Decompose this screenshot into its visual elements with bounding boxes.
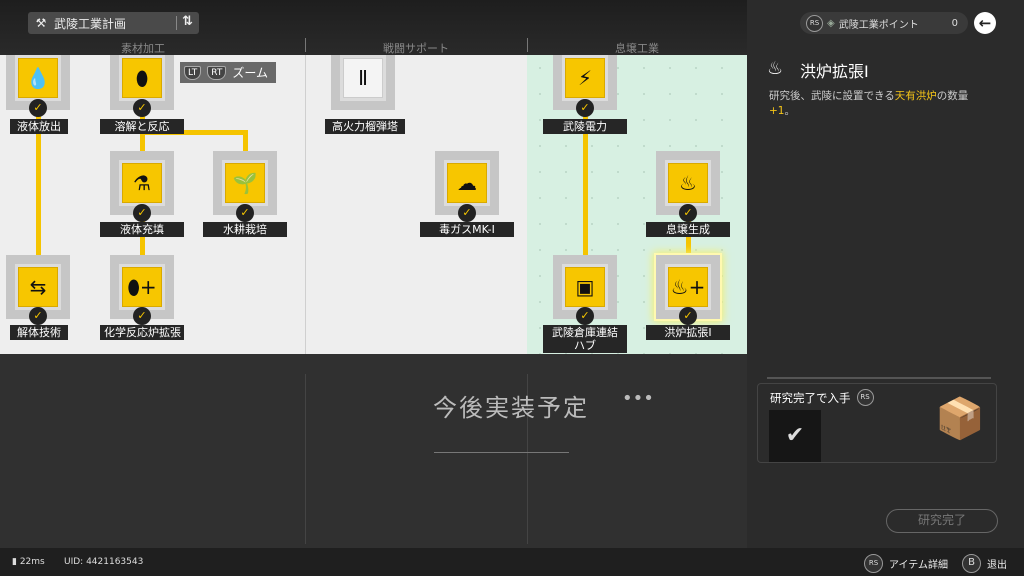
- factory-icon: ⚒: [35, 16, 47, 30]
- check-icon: ✓: [458, 204, 476, 222]
- connector: [140, 130, 248, 135]
- node-label: 高火力榴弾塔: [325, 119, 405, 134]
- desc-text: 研究後、武陵に設置できる: [769, 90, 895, 102]
- node-label: 溶解と反応: [100, 119, 184, 134]
- node-label: 武陵倉庫連結ハブ: [543, 325, 627, 353]
- tech-node-howitzer[interactable]: Ⅱ: [331, 55, 395, 110]
- reward-frame: [757, 383, 997, 463]
- reward-label: 研究完了で入手: [770, 390, 851, 405]
- bottle-icon: ⚗: [122, 163, 162, 203]
- page-title: 武陵工業計画: [54, 16, 127, 31]
- exit-label: 退出: [987, 560, 1007, 571]
- industry-points[interactable]: RS ◈ 武陵工業ポイント 0: [800, 12, 968, 34]
- check-icon: ✓: [133, 99, 151, 117]
- signal-icon: ▮: [12, 557, 20, 567]
- check-icon: ✓: [236, 204, 254, 222]
- rt-button-icon: RT: [207, 65, 227, 80]
- coming-soon-area: 今後実装予定 •••: [0, 354, 747, 548]
- coming-soon-text: 今後実装予定: [433, 394, 589, 422]
- node-label: 化学反応炉拡張: [100, 325, 184, 340]
- desc-text: の数量: [936, 90, 969, 102]
- divider: [305, 38, 306, 52]
- check-icon: ✓: [576, 99, 594, 117]
- dismantle-icon: ⇆: [18, 267, 58, 307]
- divider: [527, 374, 528, 544]
- droplet-icon: 💧: [18, 58, 58, 98]
- connector: [36, 115, 41, 275]
- furnace-icon: ♨: [668, 163, 708, 203]
- divider: [176, 16, 177, 30]
- detail-panel: [747, 0, 1024, 548]
- check-icon: ✓: [679, 204, 697, 222]
- zoom-label: ズーム: [232, 66, 269, 80]
- node-label: 解体技術: [10, 325, 68, 340]
- connector: [243, 130, 248, 170]
- check-icon: ✓: [133, 307, 151, 325]
- connector: [686, 220, 691, 275]
- check-icon: ✓: [29, 99, 47, 117]
- power-icon: ⚡: [565, 58, 605, 98]
- chest-icon: ▣: [565, 267, 605, 307]
- detail-title: 洪炉拡張Ⅰ: [800, 62, 869, 81]
- back-arrow-icon[interactable]: ←: [974, 12, 996, 34]
- node-label: 洪炉拡張Ⅰ: [646, 325, 730, 340]
- swap-icon[interactable]: ⇅: [182, 14, 193, 29]
- rs-button-icon[interactable]: RS: [856, 389, 874, 406]
- zoom-hint: LT RT ズーム: [180, 62, 277, 83]
- points-label: 武陵工業ポイント: [838, 19, 919, 31]
- exit-hint[interactable]: B 退出: [962, 554, 1007, 573]
- status-bar: [0, 548, 1024, 576]
- gas-icon: ☁: [447, 163, 487, 203]
- points-value: 0: [951, 17, 958, 29]
- uid-text: UID: 4421163543: [64, 557, 144, 567]
- connector: [583, 115, 588, 275]
- divider: [527, 38, 528, 52]
- rs-button-icon: RS: [806, 14, 823, 32]
- node-label: 液体放出: [10, 119, 68, 134]
- furnace-plus-icon: ♨+: [668, 267, 708, 307]
- node-label: 息壌生成: [646, 222, 730, 237]
- decorative-lines: [434, 436, 574, 453]
- tech-tree[interactable]: 💧 ✓ 液体放出 ⬮ ✓ 溶解と反応 Ⅱ 高火力榴弾塔 ⚡ ✓ 武陵電力 ⚗ ✓…: [0, 55, 747, 354]
- divider: [767, 377, 991, 379]
- column-header-xirang: 息壌工業: [615, 42, 659, 55]
- node-label: 液体充填: [100, 222, 184, 237]
- desc-end: 。: [784, 105, 795, 117]
- research-complete-button[interactable]: 研究完了: [886, 509, 998, 533]
- column-header-materials: 素材加工: [121, 42, 165, 55]
- b-button-icon: B: [962, 554, 981, 573]
- turret-icon: Ⅱ: [343, 58, 383, 98]
- reactor-plus-icon: ⬮+: [122, 267, 162, 307]
- node-label: 毒ガスMK-Ⅰ: [420, 222, 514, 237]
- drop-cube-icon: ⬮: [122, 58, 162, 98]
- ping-value: 22ms: [19, 557, 45, 567]
- item-detail-label: アイテム詳細: [889, 560, 948, 571]
- check-icon: ✓: [679, 307, 697, 325]
- lt-button-icon: LT: [184, 65, 202, 80]
- reward-item-checked[interactable]: ✔: [769, 410, 821, 462]
- title-pill[interactable]: ⚒ 武陵工業計画 ⇅: [28, 12, 199, 34]
- check-icon: ✓: [29, 307, 47, 325]
- tech-node-reactor-expand[interactable]: ⬮+: [110, 255, 174, 319]
- reward-header: 研究完了で入手 RS: [770, 389, 874, 406]
- node-label: 水耕栽培: [203, 222, 287, 237]
- column-header-combat: 戦闘サポート: [383, 42, 449, 55]
- ellipsis: •••: [622, 388, 654, 409]
- check-icon: ✓: [133, 204, 151, 222]
- item-detail-hint[interactable]: RS アイテム詳細: [864, 554, 948, 573]
- check-icon: ✓: [576, 307, 594, 325]
- cube-icon: ◈: [827, 17, 835, 29]
- furnace-expand-icon: ♨: [767, 58, 784, 79]
- divider: [305, 374, 306, 544]
- detail-description: 研究後、武陵に設置できる天有洪炉の数量 +1。: [769, 89, 1009, 119]
- node-label: 武陵電力: [543, 119, 627, 134]
- desc-highlight: 天有洪炉: [894, 90, 937, 102]
- ping-indicator: ▮ 22ms: [12, 557, 45, 567]
- plant-icon: 🌱: [225, 163, 265, 203]
- rs-button-icon: RS: [864, 554, 883, 573]
- divider: [305, 55, 306, 354]
- package-icon: 📦: [935, 396, 985, 442]
- desc-number: +1: [769, 105, 785, 117]
